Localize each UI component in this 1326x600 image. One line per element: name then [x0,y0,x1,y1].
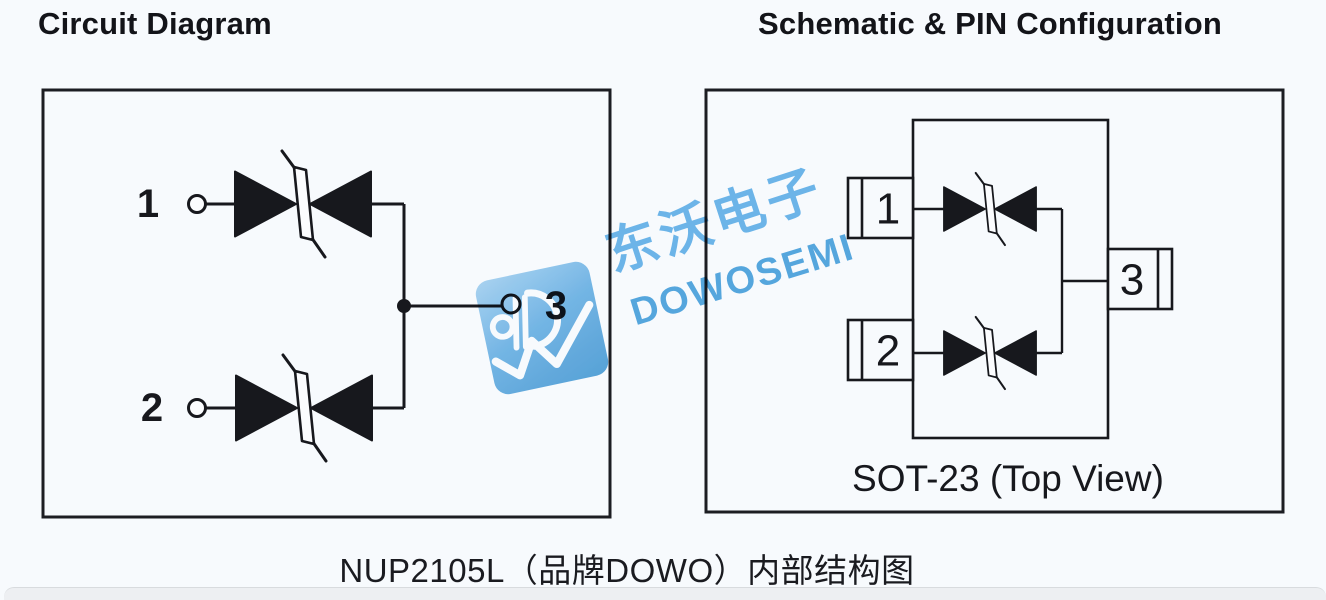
window-bottom-edge [4,587,1326,600]
right-pin1-label: 1 [876,185,900,234]
right-box-border [704,88,1285,514]
dowo-watermark-logo [473,259,611,397]
junction-dot [397,299,411,313]
dowo-logo-zigzag-icon [489,289,594,380]
left-box-border [41,88,612,519]
right-bottom-tvs-diode [942,315,1038,391]
right-schematic-box: 1 2 3 [704,88,1285,514]
sot23-package-body [911,118,1110,440]
pin1-terminal-circle [187,194,207,214]
left-bottom-tvs-diode [234,353,374,463]
pin3-pad [1106,247,1174,311]
pin2-terminal-circle [187,398,207,418]
left-pin1-label: 1 [137,182,159,226]
right-pin3-label: 3 [1120,256,1144,305]
left-panel-title: Circuit Diagram [38,6,272,41]
pin2-pad [846,318,915,382]
right-top-tvs-diode [942,171,1038,247]
left-top-tvs-diode [233,149,373,259]
left-pin2-label: 2 [141,386,163,430]
package-label: SOT-23 (Top View) [852,458,1164,499]
right-panel-title: Schematic & PIN Configuration [758,6,1222,41]
right-circuit-wires [913,207,1108,355]
left-circuit-wires [205,202,502,410]
right-pin2-label: 2 [876,327,900,376]
figure-caption: NUP2105L（品牌DOWO）内部结构图 [339,552,915,589]
